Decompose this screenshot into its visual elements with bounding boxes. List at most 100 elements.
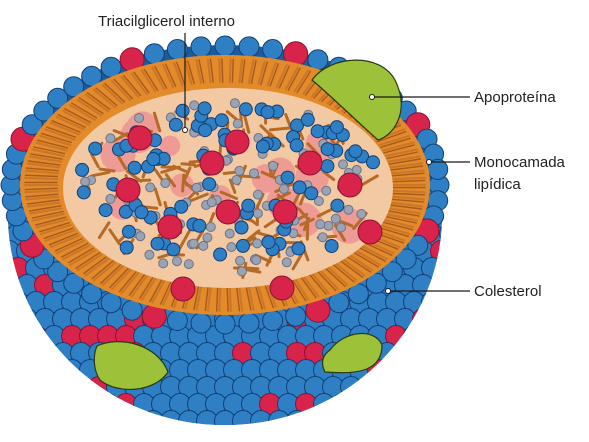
- cholesterol-molecule: [358, 220, 382, 244]
- core-sphere: [301, 113, 314, 126]
- phospholipid-head: [350, 394, 371, 415]
- core-sphere: [167, 243, 180, 256]
- triacylglycerol-molecule: [252, 256, 261, 265]
- phospholipid-head: [449, 377, 470, 398]
- phospholipid-head: [143, 411, 164, 432]
- core-sphere: [325, 240, 338, 253]
- phospholipid-head: [44, 360, 65, 381]
- phospholipid-head: [395, 411, 416, 432]
- triacylglycerol-tail: [270, 128, 289, 130]
- core-sphere: [311, 125, 324, 138]
- triacylglycerol-molecule: [227, 243, 236, 252]
- phospholipid-head: [17, 309, 38, 330]
- phospholipid-head: [404, 326, 425, 347]
- phospholipid-head: [26, 360, 47, 381]
- triacylglycerol-molecule: [236, 256, 245, 265]
- triacylglycerol-molecule: [199, 241, 208, 250]
- triacylglycerol-tail: [162, 167, 177, 168]
- phospholipid-head: [8, 292, 29, 313]
- triacylglycerol-molecule: [357, 210, 366, 219]
- triacylglycerol-molecule: [106, 194, 115, 203]
- triacylglycerol-molecule: [250, 169, 259, 178]
- phospholipid-head: [449, 411, 470, 432]
- phospholipid-head: [431, 377, 452, 398]
- phospholipid-head: [125, 411, 146, 432]
- phospholipid-head: [440, 224, 461, 245]
- phospholipid-head: [71, 377, 92, 398]
- phospholipid-head: [440, 326, 461, 347]
- triacylglycerol-molecule: [81, 177, 90, 186]
- phospholipid-head: [377, 377, 398, 398]
- cholesterol-molecule: [305, 411, 326, 432]
- core-sphere: [256, 140, 269, 153]
- phospholipid-head: [191, 37, 211, 57]
- phospholipid-head: [440, 258, 461, 279]
- cholesterol-molecule: [128, 126, 152, 150]
- core-sphere: [120, 241, 133, 254]
- phospholipid-head: [8, 360, 29, 381]
- phospholipid-head: [359, 411, 380, 432]
- core-sphere: [290, 139, 303, 152]
- core-sphere: [293, 181, 306, 194]
- cholesterol-molecule: [298, 151, 322, 175]
- cholesterol-molecule: [62, 394, 83, 415]
- triacylglycerol-molecule: [237, 267, 246, 276]
- core-sphere: [262, 236, 275, 249]
- triacylglycerol-molecule: [269, 161, 278, 170]
- triacylglycerol-tail: [307, 222, 308, 239]
- phospholipid-head: [0, 377, 20, 398]
- phospholipid-head: [0, 343, 20, 364]
- core-sphere: [89, 142, 102, 155]
- leader-internal-dot: [183, 128, 188, 133]
- triacylglycerol-molecule: [232, 176, 241, 185]
- phospholipid-head: [239, 37, 259, 57]
- triacylglycerol-molecule: [184, 260, 193, 269]
- phospholipid-head: [0, 309, 20, 330]
- core-sphere: [135, 206, 148, 219]
- cholesterol-molecule: [8, 394, 29, 415]
- phospholipid-head: [449, 309, 470, 330]
- triacylglycerol-molecule: [282, 258, 291, 267]
- phospholipid-head: [53, 411, 74, 432]
- cholesterol-molecule: [413, 309, 434, 330]
- core-sphere: [321, 160, 334, 173]
- core-sphere: [215, 114, 228, 127]
- triacylglycerol-molecule: [192, 183, 201, 192]
- phospholipid-head: [80, 394, 101, 415]
- core-sphere: [349, 145, 362, 158]
- triacylglycerol-molecule: [189, 239, 198, 248]
- phospholipid-head: [422, 394, 443, 415]
- cholesterol-molecule: [270, 276, 294, 300]
- triacylglycerol-molecule: [344, 205, 353, 214]
- label-internal: Triacilglicerol interno: [98, 13, 235, 30]
- phospholipid-head: [386, 360, 407, 381]
- phospholipid-head: [44, 394, 65, 415]
- lipid-tail: [219, 59, 220, 82]
- triacylglycerol-molecule: [233, 119, 242, 128]
- phospholipid-head: [17, 343, 38, 364]
- phospholipid-head: [440, 292, 461, 313]
- phospholipid-head: [431, 275, 452, 296]
- lipid-tail: [393, 191, 425, 192]
- phospholipid-head: [0, 394, 11, 415]
- phospholipid-head: [395, 343, 416, 364]
- core-sphere: [235, 221, 248, 234]
- core-sphere: [199, 124, 212, 137]
- phospholipid-head: [422, 292, 443, 313]
- phospholipid-head: [431, 411, 452, 432]
- phospholipid-head: [440, 360, 461, 381]
- phospholipid-head: [449, 207, 470, 228]
- triacylglycerol-molecule: [159, 259, 168, 268]
- core-sphere: [77, 186, 90, 199]
- core-sphere: [281, 171, 294, 184]
- phospholipid-head: [377, 411, 398, 432]
- cholesterol-molecule: [107, 411, 128, 432]
- phospholipid-head: [359, 377, 380, 398]
- core-sphere: [193, 219, 206, 232]
- triacylglycerol-molecule: [322, 186, 331, 195]
- phospholipid-head: [161, 411, 182, 432]
- lipid-tail: [232, 59, 233, 82]
- triacylglycerol-molecule: [324, 221, 333, 230]
- triacylglycerol-tail: [183, 175, 184, 191]
- phospholipid-head: [17, 411, 38, 432]
